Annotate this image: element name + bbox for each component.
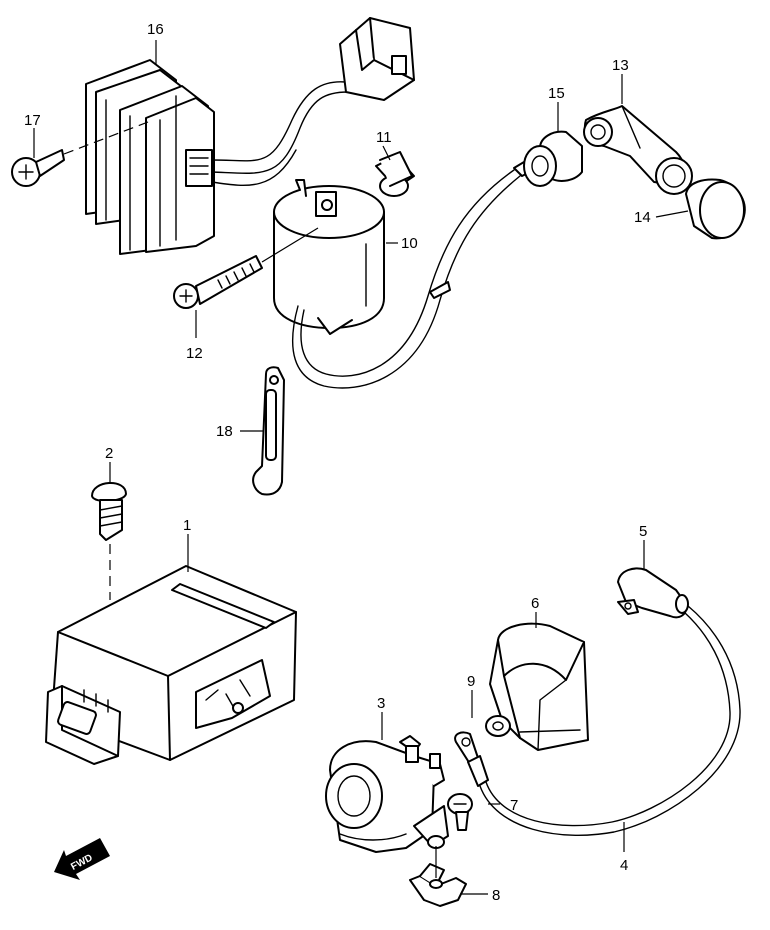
callout-1: 1 bbox=[183, 517, 191, 534]
starter-lead-wire bbox=[479, 605, 741, 836]
terminal-nut bbox=[485, 715, 511, 737]
callout-12: 12 bbox=[186, 345, 203, 362]
callout-leaders bbox=[33, 40, 689, 895]
callout-5: 5 bbox=[639, 523, 647, 540]
callout-3: 3 bbox=[377, 695, 385, 712]
starter-relay bbox=[325, 735, 449, 853]
spark-plug-cap bbox=[583, 105, 693, 195]
lead-wire-clamp bbox=[409, 846, 467, 907]
plug-cap-seal bbox=[523, 130, 583, 187]
callout-8: 8 bbox=[492, 887, 500, 904]
coil-collar bbox=[375, 151, 415, 197]
coil-mounting-bolt bbox=[173, 227, 319, 309]
lead-terminal-cap bbox=[617, 567, 689, 619]
callout-numbers: 16 17 11 10 12 13 15 14 18 2 1 3 5 6 9 7… bbox=[24, 21, 651, 904]
callout-13: 13 bbox=[612, 57, 629, 74]
relay-screw bbox=[447, 793, 500, 831]
callout-6: 6 bbox=[531, 595, 539, 612]
callout-17: 17 bbox=[24, 112, 41, 129]
callout-11: 11 bbox=[376, 129, 392, 146]
callout-18: 18 bbox=[216, 423, 233, 440]
regulator-screw bbox=[11, 121, 149, 187]
callout-7: 7 bbox=[510, 797, 518, 814]
igniter-screw bbox=[91, 481, 127, 600]
starter-relay-cover bbox=[489, 622, 589, 751]
callout-2: 2 bbox=[105, 445, 113, 462]
igniter-unit bbox=[45, 565, 297, 765]
coil-mounting-band bbox=[252, 366, 285, 496]
ignition-coil bbox=[273, 161, 531, 389]
callout-9: 9 bbox=[467, 673, 475, 690]
callout-16: 16 bbox=[147, 21, 164, 38]
callout-10: 10 bbox=[401, 235, 418, 252]
plug-cap-cover bbox=[685, 178, 746, 240]
callout-15: 15 bbox=[548, 85, 565, 102]
forward-direction-arrow: FWD bbox=[54, 838, 110, 880]
regulator-rectifier bbox=[85, 17, 415, 255]
battery-lead-terminal bbox=[454, 731, 489, 787]
callout-4: 4 bbox=[620, 857, 628, 874]
callout-14: 14 bbox=[634, 209, 651, 226]
